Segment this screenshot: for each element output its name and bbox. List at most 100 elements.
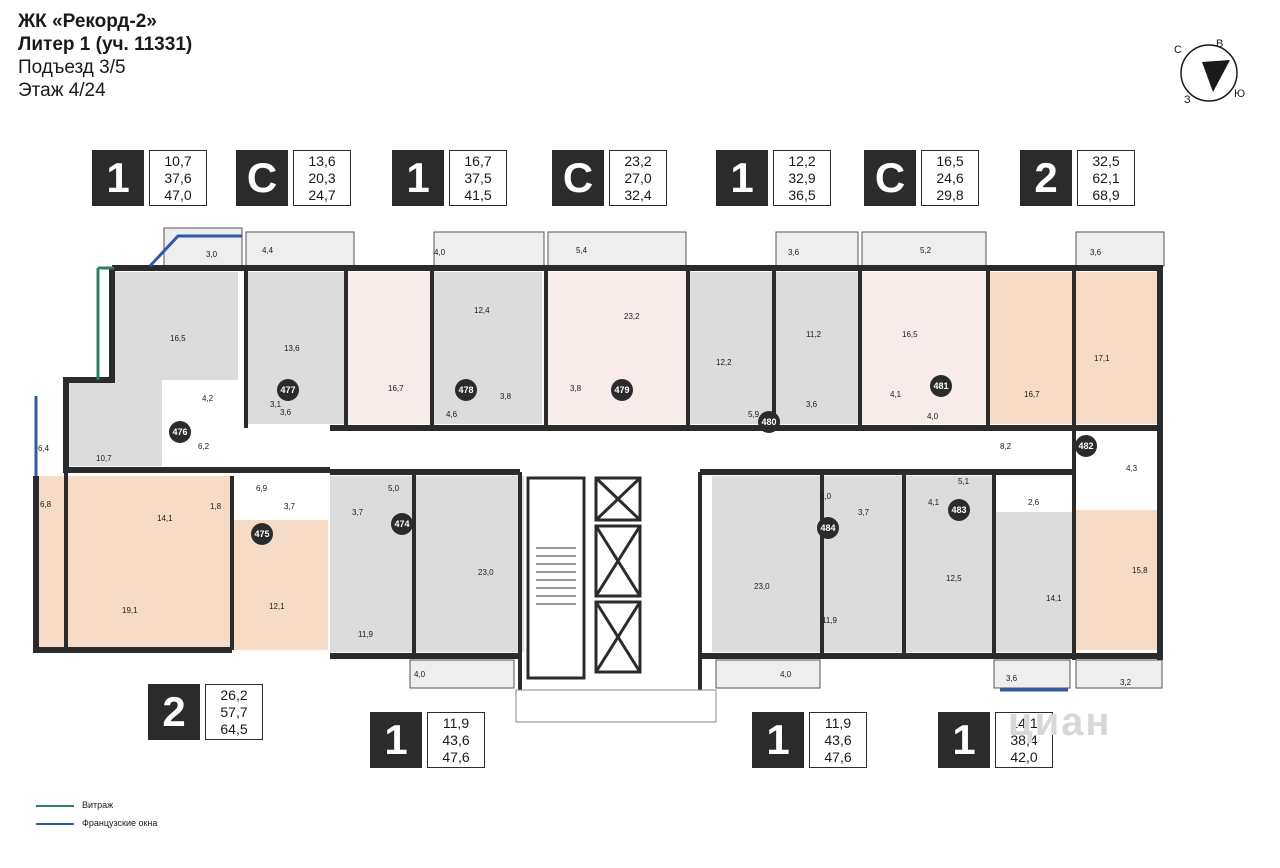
room-area-label: 3,6: [1006, 674, 1018, 683]
room-area-label: 12,1: [269, 602, 285, 611]
area-with-balcony: 64,5: [220, 721, 248, 737]
room-area-label: 6,4: [38, 444, 50, 453]
legend-label: Витраж: [82, 800, 114, 810]
living-area: 11,9: [442, 715, 470, 731]
area-with-balcony: 68,9: [1092, 187, 1120, 203]
living-area: 14,1: [1010, 715, 1038, 731]
apartment-number-badge[interactable]: 476: [169, 421, 191, 443]
area-with-balcony: 24,7: [308, 187, 336, 203]
room-area-label: 23,0: [478, 568, 494, 577]
room-area-label: 3,6: [788, 248, 800, 257]
apartment-number-badge[interactable]: 478: [455, 379, 477, 401]
plan-header: ЖК «Рекорд-2» Литер 1 (уч. 11331) Подъез…: [18, 10, 192, 102]
area-with-balcony: 47,6: [824, 749, 852, 765]
room-area-label: 12,4: [474, 306, 490, 315]
compass-north: С: [1174, 44, 1182, 56]
room-area-label: 4,0: [780, 670, 792, 679]
room-area-label: 8,2: [1000, 442, 1012, 451]
compass-south: Ю: [1234, 88, 1246, 100]
area-with-balcony: 47,6: [442, 749, 470, 765]
living-area: 16,7: [464, 153, 492, 169]
total-area: 37,6: [164, 170, 192, 186]
area-with-balcony: 36,5: [788, 187, 816, 203]
room-area-label: 17,1: [1094, 354, 1110, 363]
living-area: 12,2: [788, 153, 816, 169]
apartment-number-badge[interactable]: 483: [948, 499, 970, 521]
compass-icon: С В Ю З: [1172, 36, 1246, 110]
total-area: 43,6: [824, 732, 852, 748]
living-area: 23,2: [624, 153, 652, 169]
room-area-label: 11,9: [358, 630, 373, 639]
area-with-balcony: 41,5: [464, 187, 492, 203]
room-area-label: 5,2: [920, 246, 932, 255]
total-area: 57,7: [220, 704, 248, 720]
area-with-balcony: 47,0: [164, 187, 192, 203]
room-area-label: 13,6: [284, 344, 300, 353]
building-title: Литер 1 (уч. 11331): [18, 34, 193, 55]
rooms-count: С: [864, 150, 916, 206]
apartment-number-badge[interactable]: 479: [611, 379, 633, 401]
room-area-label: 16,7: [388, 384, 404, 393]
room-area-label: 3,0: [206, 250, 218, 259]
room-area-label: 3,8: [500, 392, 512, 401]
apartment-number-badge[interactable]: 477: [277, 379, 299, 401]
total-area: 37,5: [464, 170, 492, 186]
watermark: циан: [1008, 700, 1112, 744]
total-area: 43,6: [442, 732, 470, 748]
total-area: 24,6: [936, 170, 964, 186]
room-area-label: 5,1: [958, 477, 970, 486]
living-area: 16,5: [936, 153, 964, 169]
living-area: 11,9: [824, 715, 852, 731]
room-area-label: 3,7: [352, 508, 364, 517]
rooms-count: 1: [752, 712, 804, 768]
room-area-label: 3,8: [570, 384, 582, 393]
room-area-label: 6,2: [198, 442, 210, 451]
rooms-count: 2: [148, 684, 200, 740]
rooms-count: С: [552, 150, 604, 206]
room-area-label: 3,2: [1120, 678, 1132, 687]
room-area-label: 3,6: [280, 408, 292, 417]
complex-title: ЖК «Рекорд-2»: [18, 11, 157, 32]
room-area-label: 3,7: [284, 502, 296, 511]
room-area-label: 5,4: [576, 246, 588, 255]
room-area-label: 3,7: [858, 508, 870, 517]
total-area: 32,9: [788, 170, 816, 186]
legend-label: Французские окна: [82, 818, 158, 828]
room-area-label: 4,2: [202, 394, 214, 403]
apartment-number-badge[interactable]: 474: [391, 513, 413, 535]
room-area-label: 6,8: [40, 500, 52, 509]
apartment-number-badge[interactable]: 480: [758, 411, 780, 433]
room-area-label: 5,0: [388, 484, 400, 493]
room-area-label: 4,1: [890, 390, 902, 399]
room-area-label: 19,1: [122, 606, 138, 615]
room-area-label: 4,0: [434, 248, 446, 257]
room-area-label: 5,9: [748, 410, 760, 419]
living-area: 13,6: [308, 153, 336, 169]
room-area-label: 11,2: [806, 330, 821, 339]
room-area-label: 16,5: [902, 330, 918, 339]
room-area-label: 4,0: [927, 412, 939, 421]
room-area-label: 12,5: [946, 574, 962, 583]
apartment-number-badge[interactable]: 481: [930, 375, 952, 397]
room-area-label: 4,4: [262, 246, 274, 255]
apartment-number-badge[interactable]: 475: [251, 523, 273, 545]
room-area-label: 6,9: [256, 484, 268, 493]
room-area-label: 2,6: [1028, 498, 1040, 507]
apartment-number-badge[interactable]: 484: [817, 517, 839, 539]
room-area-label: 3,6: [806, 400, 818, 409]
room-area-label: 23,0: [754, 582, 770, 591]
rooms-count: С: [236, 150, 288, 206]
area-with-balcony: 29,8: [936, 187, 964, 203]
apartment-number-badge[interactable]: 482: [1075, 435, 1097, 457]
room-area-label: 14,1: [157, 514, 173, 523]
compass-west: З: [1184, 94, 1191, 106]
compass-east: В: [1216, 38, 1224, 50]
total-area: 62,1: [1092, 170, 1120, 186]
total-area: 27,0: [624, 170, 652, 186]
